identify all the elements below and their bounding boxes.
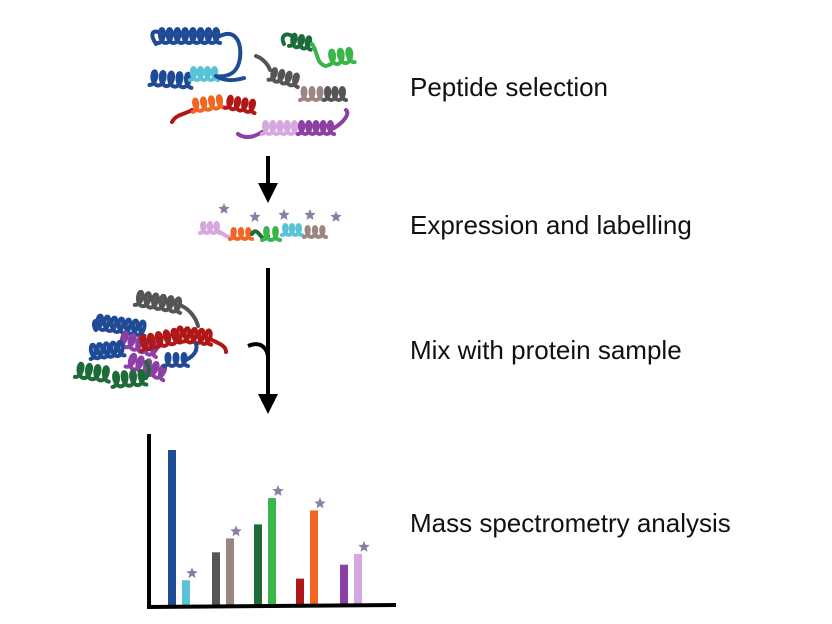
peptide-helix-icon: [162, 352, 190, 368]
peptide-strand: [144, 360, 151, 380]
label-star-icon: [230, 525, 242, 537]
spectrum-bar: [182, 580, 190, 605]
workflow-arrows: [247, 156, 278, 414]
peptide-strand: [170, 108, 194, 124]
label-star-icon: [304, 209, 316, 220]
label-star-icon: [218, 203, 230, 214]
peptide-helix-icon: [298, 86, 326, 102]
step-mass-spectrometry: Mass spectrometry analysis: [410, 508, 731, 538]
peptide-strand: [310, 42, 328, 68]
spectrum-bar: [254, 524, 262, 605]
peptide-strand: [212, 32, 243, 79]
peptide-helix-icon: [147, 69, 194, 90]
label-star-icon: [330, 211, 342, 222]
peptide-strand: [218, 230, 234, 239]
label-star-icon: [186, 567, 198, 579]
spectrum-bar: [268, 498, 276, 605]
spectrum-bar: [310, 510, 318, 605]
spectrum-bar: [354, 553, 362, 606]
label-star-icon: [272, 485, 284, 496]
peptide-helix-icon: [88, 339, 127, 361]
peptide-strand: [150, 29, 160, 46]
peptide-helix-icon: [173, 325, 214, 347]
peptide-strand: [91, 318, 102, 332]
peptide-helix-icon: [287, 32, 313, 52]
mass-spectrum-chart: [146, 434, 397, 609]
peptide-helix-icon: [188, 66, 220, 82]
peptide-helix-icon: [73, 361, 111, 384]
peptide-strand: [180, 304, 200, 328]
peptide-strand: [236, 130, 264, 140]
peptide-helix-icon: [302, 225, 328, 239]
step-mix-protein-sample: Mix with protein sample: [410, 335, 682, 365]
peptide-helix-icon: [322, 86, 348, 102]
label-star-icon: [278, 209, 290, 220]
label-star-icon: [314, 497, 326, 509]
peptide-strand: [210, 338, 228, 354]
labelled-construct: [198, 203, 342, 242]
peptide-helix-icon: [198, 221, 222, 235]
peptide-pool: [147, 27, 357, 140]
protein-sample-mixture: [73, 289, 228, 389]
spectrum-bar: [212, 552, 220, 605]
peptide-strand: [184, 342, 199, 362]
peptide-helix-icon: [93, 313, 147, 338]
peptide-strand: [214, 74, 246, 83]
step-peptide-selection: Peptide selection: [410, 72, 609, 102]
peptide-helix-icon: [156, 27, 222, 45]
peptide-helix-icon: [326, 46, 357, 67]
spectrum-bar: [226, 538, 234, 606]
spectrum-bar: [296, 578, 304, 605]
peptide-helix-icon: [223, 94, 257, 116]
label-star-icon: [249, 211, 261, 222]
peptide-helix-icon: [110, 368, 149, 389]
peptide-strand: [332, 108, 350, 130]
peptide-helix-icon: [260, 226, 282, 242]
peptide-helix-icon: [190, 94, 227, 114]
spectrum-bar: [340, 564, 348, 605]
step-expression-labelling: Expression and labelling: [410, 210, 692, 240]
peptide-strand: [254, 54, 272, 72]
peptide-helix-icon: [228, 227, 254, 241]
peptide-helix-icon: [123, 352, 168, 383]
peptide-helix-icon: [280, 223, 304, 237]
merge-arrow-branch: [247, 342, 270, 359]
peptide-helix-icon: [260, 120, 300, 136]
spectrum-bar: [168, 450, 176, 605]
peptide-helix-icon: [132, 289, 183, 315]
label-star-icon: [358, 540, 370, 552]
peptide-strand: [280, 32, 294, 46]
peptide-helix-icon: [266, 67, 300, 90]
peptide-helix-icon: [296, 120, 336, 136]
spectrum-x-axis: [146, 603, 397, 609]
